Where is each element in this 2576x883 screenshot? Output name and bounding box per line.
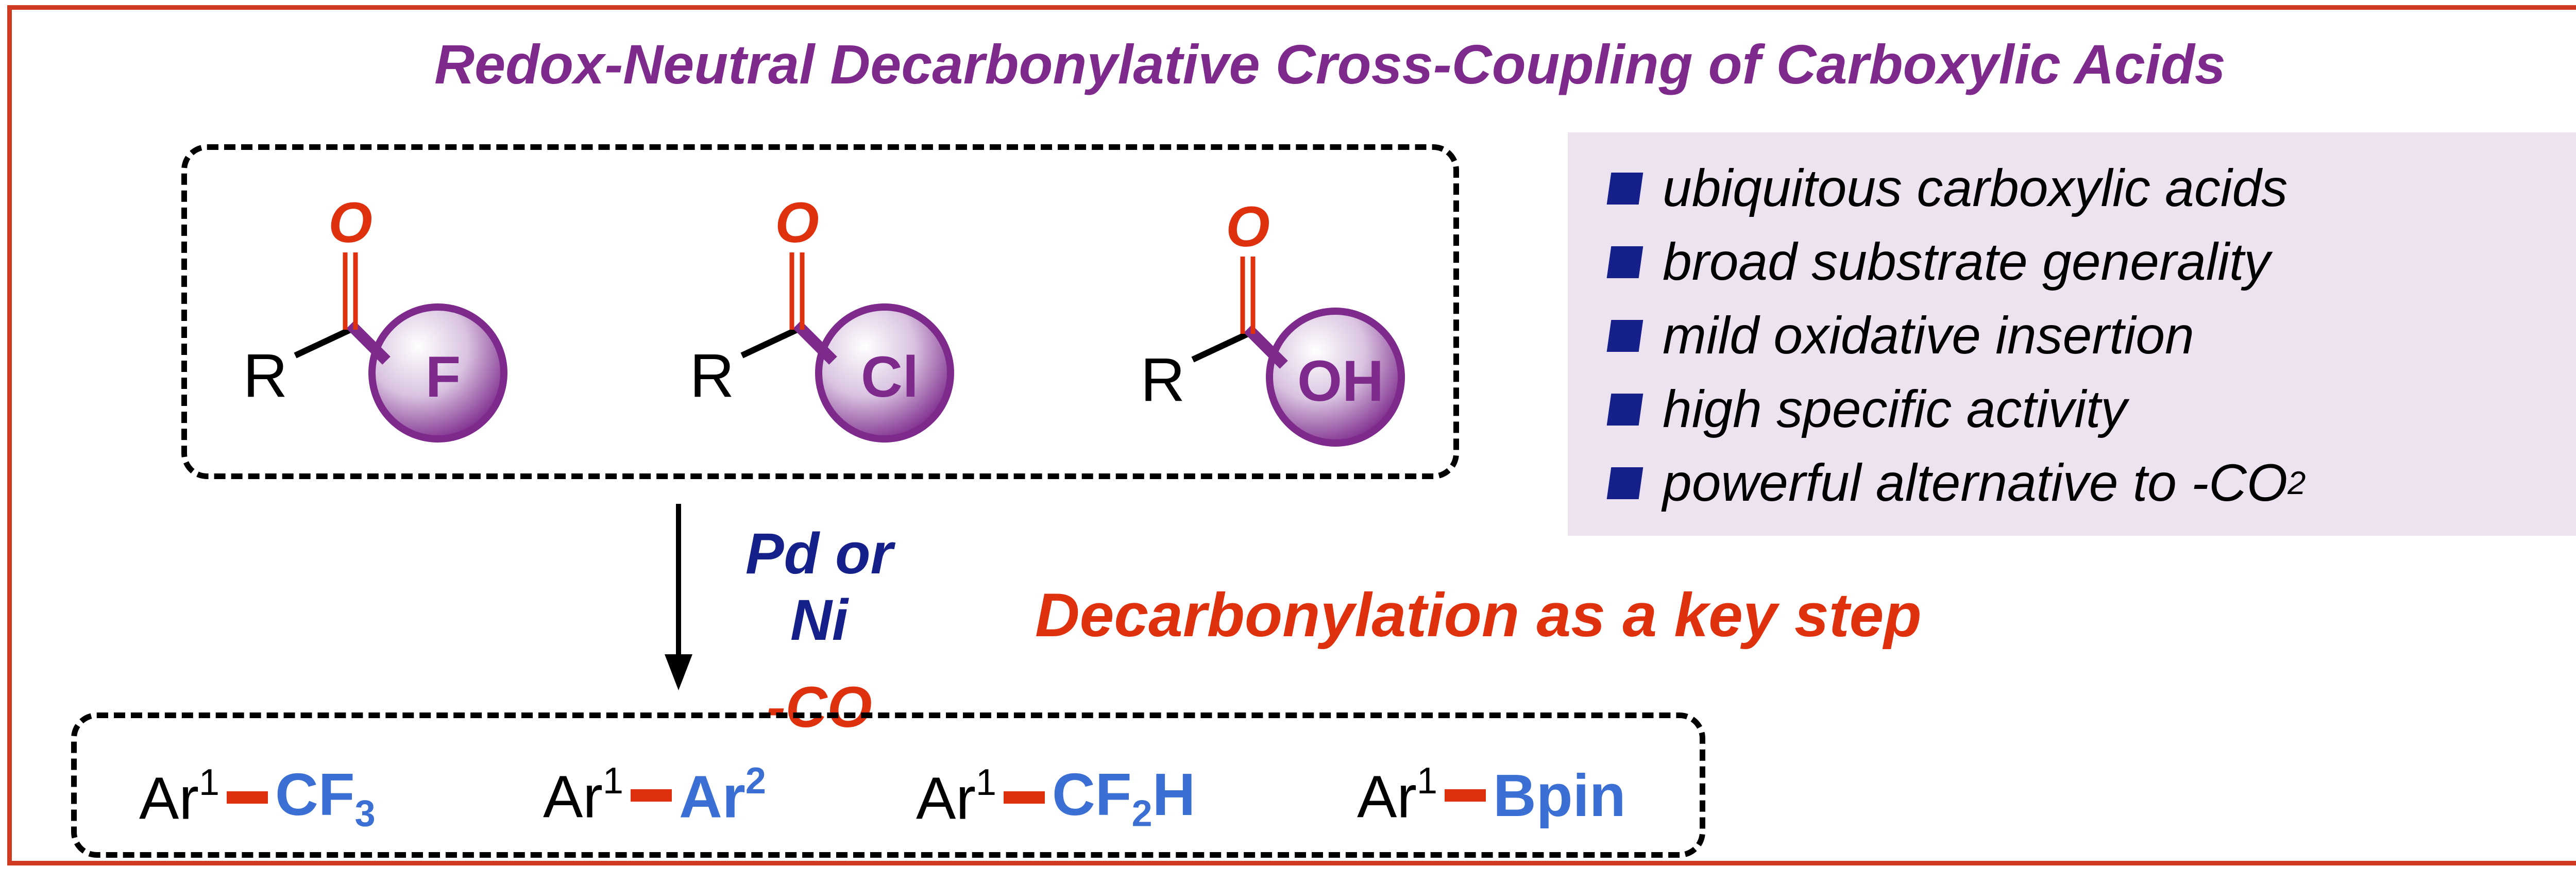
c-x-bond bbox=[346, 320, 391, 365]
coupling-group: CF2H bbox=[1052, 761, 1196, 835]
leaving-group-sphere bbox=[368, 303, 507, 443]
bullet-icon bbox=[1606, 172, 1643, 205]
product: Ar1 CF2H bbox=[916, 760, 1195, 835]
key-step-label: Decarbonylation as a key step bbox=[1035, 581, 1922, 650]
acyl-substrate: R O Cl bbox=[690, 191, 954, 443]
coupling-group: CF3 bbox=[275, 761, 376, 835]
products-box bbox=[71, 712, 1705, 858]
product: Ar1 CF3 bbox=[139, 760, 376, 835]
outer-frame bbox=[7, 5, 2576, 865]
r-c-bond bbox=[294, 327, 352, 359]
bond-dash bbox=[1004, 791, 1045, 804]
leaving-group-sphere bbox=[815, 303, 954, 443]
advantage-text: broad substrate generality bbox=[1663, 232, 2270, 291]
advantage-text: ubiquitous carboxylic acids bbox=[1663, 159, 2288, 217]
bond-dash bbox=[227, 791, 268, 804]
product: Ar1 Ar2 bbox=[543, 760, 766, 831]
leaving-group-label: F bbox=[426, 345, 461, 409]
aryl-label: Ar1 bbox=[139, 762, 219, 833]
aryl-label: Ar1 bbox=[916, 762, 996, 833]
reaction-arrow bbox=[665, 504, 692, 690]
advantage-text: high specific activity bbox=[1663, 380, 2127, 438]
bond-dash bbox=[1445, 789, 1486, 802]
co-loss-label: -CO bbox=[766, 675, 872, 739]
advantage-item: high specific activity bbox=[1606, 379, 2127, 439]
leaving-group-sphere bbox=[1266, 308, 1405, 447]
oxygen-label: O bbox=[328, 191, 372, 254]
substrates-box bbox=[181, 144, 1459, 479]
advantage-text: mild oxidative insertion bbox=[1663, 306, 2194, 365]
figure-title: Redox-Neutral Decarbonylative Cross-Coup… bbox=[434, 33, 2226, 95]
aryl-label: Ar1 bbox=[1357, 760, 1437, 830]
coupling-group: Ar2 bbox=[679, 760, 766, 830]
bullet-icon bbox=[1606, 246, 1643, 278]
advantage-item: mild oxidative insertion bbox=[1606, 305, 2194, 366]
oxygen-label: O bbox=[1226, 195, 1270, 259]
oxygen-label: O bbox=[775, 191, 819, 254]
r-c-bond bbox=[740, 327, 799, 359]
advantage-item: broad substrate generality bbox=[1606, 232, 2270, 292]
advantage-text: powerful alternative to -CO bbox=[1663, 453, 2288, 512]
bullet-icon bbox=[1606, 467, 1643, 499]
catalyst-label: Pd or Ni bbox=[745, 521, 893, 652]
r-c-bond bbox=[1191, 331, 1249, 363]
c-x-bond bbox=[1244, 325, 1288, 369]
aryl-label: Ar1 bbox=[543, 760, 623, 830]
advantage-subscript: 2 bbox=[2287, 465, 2306, 501]
advantages-panel: ubiquitous carboxylic acids broad substr… bbox=[1568, 132, 2576, 536]
bullet-icon bbox=[1606, 319, 1643, 352]
product: Ar1 Bpin bbox=[1357, 760, 1626, 831]
leaving-group-label: Cl bbox=[861, 345, 919, 409]
r-group-label: R bbox=[1141, 345, 1185, 414]
bond-dash bbox=[631, 789, 672, 802]
r-group-label: R bbox=[690, 341, 735, 410]
reaction-conditions: Pd or Ni -CO bbox=[711, 520, 927, 740]
bullet-icon bbox=[1606, 393, 1643, 426]
c-x-bond bbox=[793, 320, 837, 365]
r-group-label: R bbox=[243, 341, 288, 410]
acyl-substrate: R O OH bbox=[1141, 195, 1405, 447]
acyl-substrate: R O F bbox=[243, 191, 507, 443]
coupling-group: Bpin bbox=[1493, 762, 1626, 829]
advantage-item: ubiquitous carboxylic acids bbox=[1606, 158, 2288, 218]
leaving-group-label: OH bbox=[1297, 349, 1384, 413]
